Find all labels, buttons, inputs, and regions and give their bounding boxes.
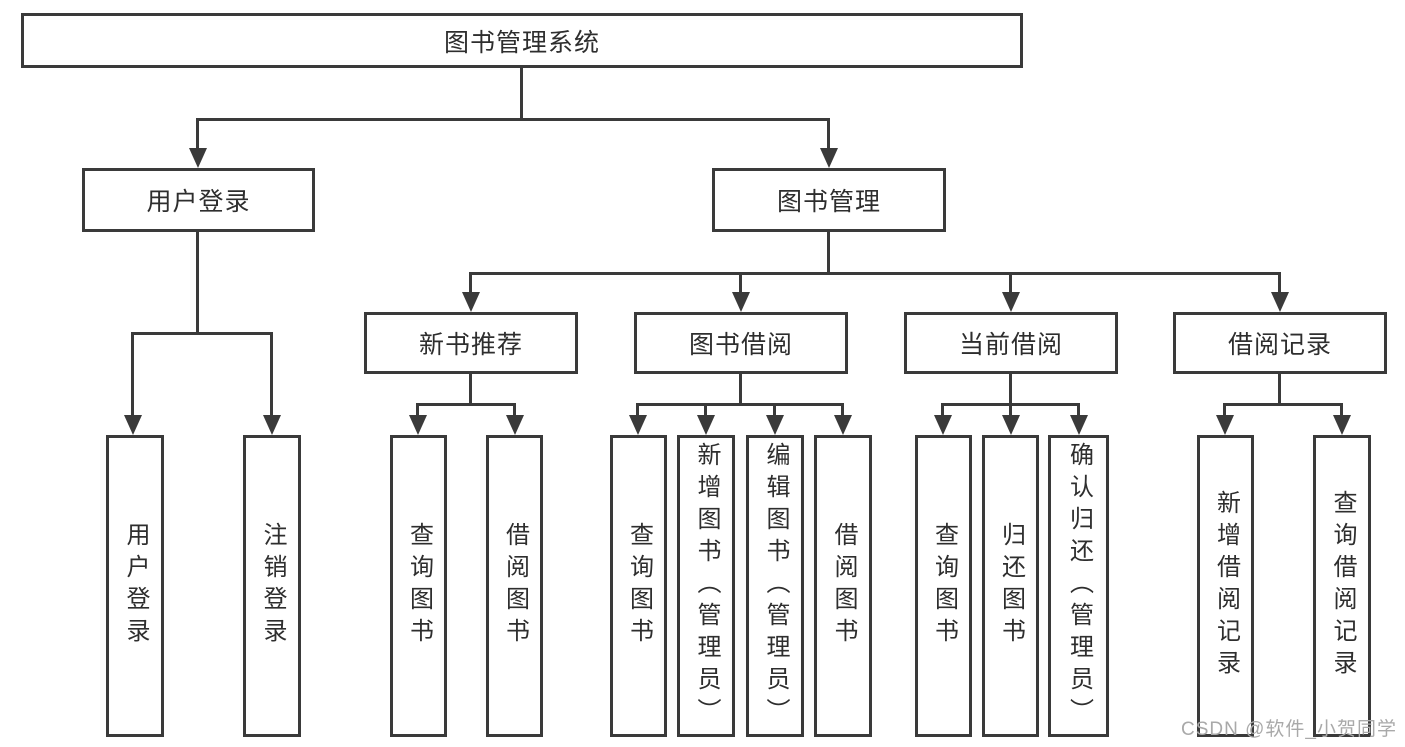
csdn-watermark: CSDN @软件_小贺同学 bbox=[1181, 719, 1397, 740]
connector-line bbox=[704, 403, 707, 417]
leaf-label: 确认归还（管理员） bbox=[1065, 442, 1093, 730]
connector-line bbox=[131, 332, 134, 417]
connector-line bbox=[469, 374, 472, 406]
node-user-login: 用户登录 bbox=[82, 168, 315, 232]
connector-line bbox=[827, 232, 830, 274]
node-book-borrowing: 图书借阅 bbox=[634, 312, 848, 374]
arrow-down-icon bbox=[263, 415, 281, 435]
arrow-down-icon bbox=[629, 415, 647, 435]
connector-line bbox=[469, 272, 472, 294]
connector-line bbox=[1340, 403, 1343, 417]
connector-line bbox=[270, 332, 273, 417]
connector-line bbox=[1009, 272, 1012, 294]
connector-line bbox=[513, 403, 516, 417]
leaf-label: 归还图书 bbox=[997, 522, 1025, 650]
arrow-down-icon bbox=[820, 148, 838, 168]
arrow-down-icon bbox=[1070, 415, 1088, 435]
arrow-down-icon bbox=[189, 148, 207, 168]
connector-line bbox=[469, 272, 1281, 275]
node-borrowing-records: 借阅记录 bbox=[1173, 312, 1387, 374]
leaf-query-borrow-record: 查询借阅记录 bbox=[1313, 435, 1371, 737]
connector-line bbox=[827, 118, 830, 150]
node-library-management-system: 图书管理系统 bbox=[21, 13, 1023, 68]
connector-line bbox=[636, 403, 639, 417]
connector-line bbox=[739, 374, 742, 406]
connector-line bbox=[636, 403, 844, 406]
leaf-add-borrow-record: 新增借阅记录 bbox=[1197, 435, 1254, 737]
connector-line bbox=[1009, 403, 1012, 417]
leaf-return-books: 归还图书 bbox=[982, 435, 1039, 737]
leaf-edit-books-admin: 编辑图书（管理员） bbox=[746, 435, 804, 737]
leaf-label: 新增借阅记录 bbox=[1212, 490, 1240, 682]
leaf-label: 注销登录 bbox=[259, 522, 286, 650]
leaf-label: 查询图书 bbox=[625, 522, 653, 650]
connector-line bbox=[1278, 272, 1281, 294]
connector-line bbox=[196, 118, 199, 150]
connector-line bbox=[841, 403, 844, 417]
connector-line bbox=[131, 332, 273, 335]
connector-line bbox=[520, 68, 523, 120]
arrow-down-icon bbox=[1002, 292, 1020, 312]
connector-line bbox=[1223, 403, 1343, 406]
leaf-query-books-borrow: 查询图书 bbox=[610, 435, 667, 737]
leaf-add-books-admin: 新增图书（管理员） bbox=[677, 435, 735, 737]
connector-line bbox=[416, 403, 419, 417]
connector-line bbox=[1009, 374, 1012, 406]
arrow-down-icon bbox=[834, 415, 852, 435]
connector-line bbox=[1223, 403, 1226, 417]
leaf-confirm-return-admin: 确认归还（管理员） bbox=[1048, 435, 1109, 737]
arrow-down-icon bbox=[697, 415, 715, 435]
leaf-borrow-books-recommend: 借阅图书 bbox=[486, 435, 543, 737]
arrow-down-icon bbox=[462, 292, 480, 312]
arrow-down-icon bbox=[766, 415, 784, 435]
leaf-label: 借阅图书 bbox=[830, 522, 857, 650]
leaf-logout: 注销登录 bbox=[243, 435, 301, 737]
leaf-label: 新增图书（管理员） bbox=[693, 442, 720, 730]
leaf-label: 查询图书 bbox=[405, 522, 433, 650]
leaf-label: 借阅图书 bbox=[501, 522, 529, 650]
connector-line bbox=[941, 403, 944, 417]
arrow-down-icon bbox=[1271, 292, 1289, 312]
leaf-user-login: 用户登录 bbox=[106, 435, 164, 737]
leaf-borrow-books: 借阅图书 bbox=[814, 435, 872, 737]
connector-line bbox=[196, 232, 199, 334]
arrow-down-icon bbox=[934, 415, 952, 435]
arrow-down-icon bbox=[732, 292, 750, 312]
node-current-borrowing: 当前借阅 bbox=[904, 312, 1118, 374]
arrow-down-icon bbox=[1002, 415, 1020, 435]
connector-line bbox=[1077, 403, 1080, 417]
connector-line bbox=[416, 403, 516, 406]
leaf-query-books-current: 查询图书 bbox=[915, 435, 972, 737]
leaf-label: 查询图书 bbox=[930, 522, 958, 650]
connector-line bbox=[739, 272, 742, 294]
connector-line bbox=[196, 118, 830, 121]
arrow-down-icon bbox=[1216, 415, 1234, 435]
connector-line bbox=[773, 403, 776, 417]
leaf-label: 用户登录 bbox=[122, 522, 149, 650]
arrow-down-icon bbox=[1333, 415, 1351, 435]
connector-line bbox=[1278, 374, 1281, 406]
node-book-management: 图书管理 bbox=[712, 168, 946, 232]
leaf-query-books-recommend: 查询图书 bbox=[390, 435, 447, 737]
arrow-down-icon bbox=[409, 415, 427, 435]
arrow-down-icon bbox=[506, 415, 524, 435]
leaf-label: 编辑图书（管理员） bbox=[762, 442, 789, 730]
arrow-down-icon bbox=[124, 415, 142, 435]
node-new-book-recommendation: 新书推荐 bbox=[364, 312, 578, 374]
leaf-label: 查询借阅记录 bbox=[1329, 490, 1356, 682]
